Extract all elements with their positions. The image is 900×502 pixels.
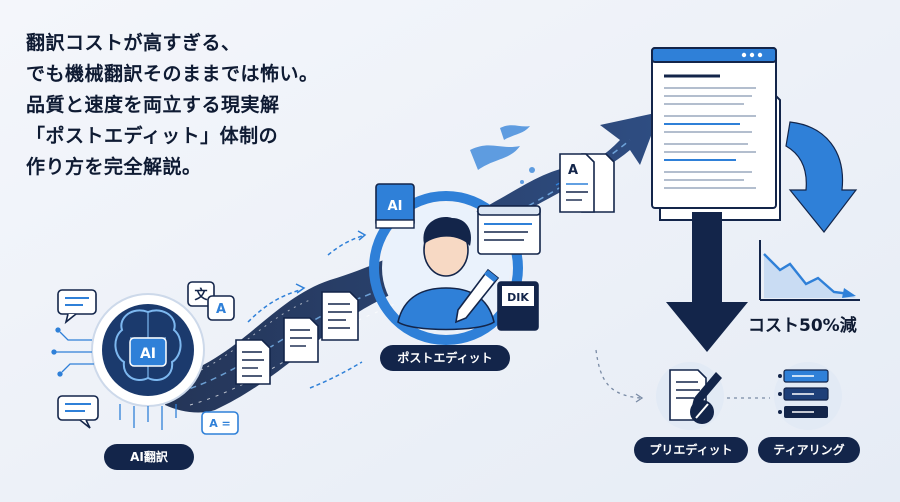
pre-edit-icon: [656, 362, 724, 430]
post-edit-label: ポストエディット: [380, 345, 510, 371]
headline-line-5: 作り方を完全解説。: [26, 156, 202, 178]
ai-brain-badge: AI: [91, 293, 205, 407]
cost-decline-chart-icon: [759, 240, 860, 301]
a-equals-text: A =: [209, 417, 231, 430]
cost-reduction-label: コスト50%減: [748, 316, 857, 336]
document-icon-3: [321, 291, 359, 341]
curved-down-arrow-icon: [785, 121, 858, 233]
chat-bubble-icon-top: [57, 289, 97, 325]
a-equals-badge-icon: A =: [201, 411, 239, 435]
stream-splash: [470, 125, 535, 184]
doc-letter: A: [568, 163, 578, 178]
headline-line-4: 「ポストエディット」体制の: [26, 125, 279, 147]
headline-line-1: 翻訳コストが高すぎる、: [26, 32, 241, 54]
circuit-lines: [51, 327, 177, 430]
document-icon-2: [283, 317, 319, 363]
document-icon-1: [235, 339, 271, 385]
headline-line-3: 品質と速度を両立する現実解: [26, 94, 280, 116]
result-document-icon: [651, 47, 781, 221]
bubble-letter-a: A: [216, 302, 226, 317]
big-down-arrow-icon: [666, 212, 748, 352]
translate-a-bubble-icon: A: [207, 295, 235, 321]
dict-book-text: DIK: [507, 291, 529, 304]
headline: 翻訳コストが高すぎる、 でも機械翻訳そのままでは怖い。 品質と速度を両立する現実…: [26, 28, 446, 183]
ai-translation-label: AI翻訳: [104, 444, 194, 470]
document-a-icon: A: [559, 153, 615, 213]
tiering-icon: [774, 362, 842, 430]
pen-icon: [454, 268, 500, 324]
pre-edit-label: プリエディット: [634, 437, 748, 463]
ai-book-icon: AI: [375, 183, 415, 229]
tiering-label: ティアリング: [758, 437, 860, 463]
ai-chip-icon: [129, 337, 167, 367]
chat-bubble-icon-bottom: [57, 395, 99, 429]
ai-chip-text: AI: [140, 346, 156, 362]
bubble-letter-ja: 文: [194, 287, 208, 303]
headline-line-2: でも機械翻訳そのままでは怖い。: [26, 63, 319, 85]
ai-book-text: AI: [388, 199, 403, 214]
pre-edit-connector: [595, 349, 770, 403]
dictionary-book-icon: DIK: [497, 281, 539, 331]
browser-window-icon: [477, 205, 541, 255]
